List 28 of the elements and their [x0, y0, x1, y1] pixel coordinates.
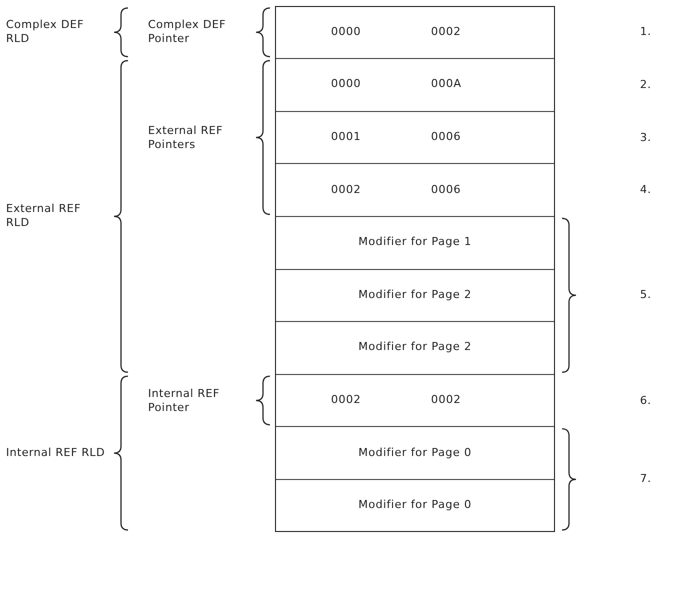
row-text: Modifier for Page 1	[358, 235, 472, 248]
entry-number: 7.	[640, 472, 652, 486]
section-label: Internal REF RLD	[6, 446, 106, 460]
entry-number: 2.	[640, 78, 652, 92]
section-label: External REF RLD	[6, 202, 82, 230]
hex-value: 0006	[431, 130, 461, 143]
hex-value: 0000	[331, 25, 361, 38]
hex-value: 0002	[431, 392, 461, 406]
hex-value: 0002	[431, 25, 461, 38]
entry-number: 5.	[640, 288, 652, 302]
entry-number: 4.	[640, 183, 652, 198]
hex-value: 0002	[331, 182, 361, 196]
hex-value: 000A	[431, 77, 462, 90]
hex-value: 0002	[331, 392, 361, 406]
section-label: Internal REF Pointer	[148, 386, 221, 414]
row-text: Modifier for Page 0	[358, 498, 472, 512]
row-text: Modifier for Page 0	[358, 446, 472, 459]
section-label: External REF Pointers	[148, 124, 224, 152]
hex-value: 0001	[331, 130, 361, 143]
entry-number: 1.	[640, 25, 652, 40]
entry-number: 3.	[640, 130, 652, 144]
section-label: Complex DEF Pointer	[148, 18, 227, 46]
hex-value: 0006	[431, 182, 461, 196]
hex-value: 0000	[331, 77, 361, 90]
section-label: Complex DEF RLD	[6, 18, 85, 46]
entry-number: 6.	[640, 394, 652, 408]
row-text: Modifier for Page 2	[358, 288, 472, 301]
row-text: Modifier for Page 2	[358, 340, 472, 354]
